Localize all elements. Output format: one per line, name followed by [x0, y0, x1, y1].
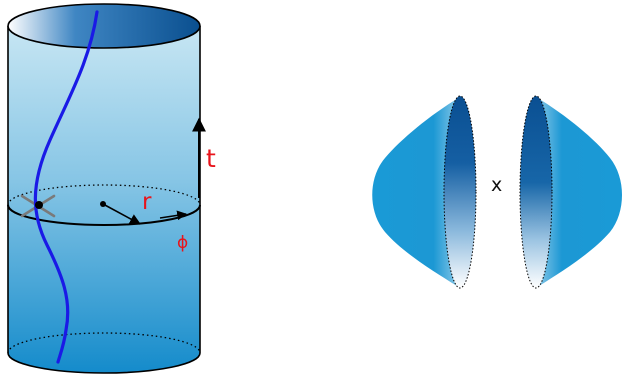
cylinder-top-cap — [7, 3, 201, 49]
right-cone-body — [536, 97, 622, 288]
radius-label: r — [142, 189, 152, 215]
left-cone-disk — [443, 95, 477, 289]
time-slice-front — [7, 204, 201, 226]
radius-arrow — [102, 203, 141, 225]
phi-arrow — [159, 210, 187, 221]
cylinder-bottom-back — [7, 332, 201, 354]
time-label: t — [206, 144, 216, 173]
product-symbol: x — [491, 174, 502, 196]
worldline-slice-point — [35, 201, 43, 209]
right-cone — [519, 95, 622, 289]
phi-label: ϕ — [177, 233, 188, 253]
cone-pair: x — [372, 95, 622, 289]
right-cone-disk — [519, 95, 553, 289]
time-slice-back — [7, 184, 201, 206]
left-cone-body — [372, 97, 460, 288]
cylinder-bottom-front — [7, 352, 201, 374]
cylinder: r ϕ t — [7, 3, 216, 374]
left-cone — [372, 95, 477, 289]
worldline — [33, 10, 99, 364]
cylinder-body — [8, 26, 200, 373]
